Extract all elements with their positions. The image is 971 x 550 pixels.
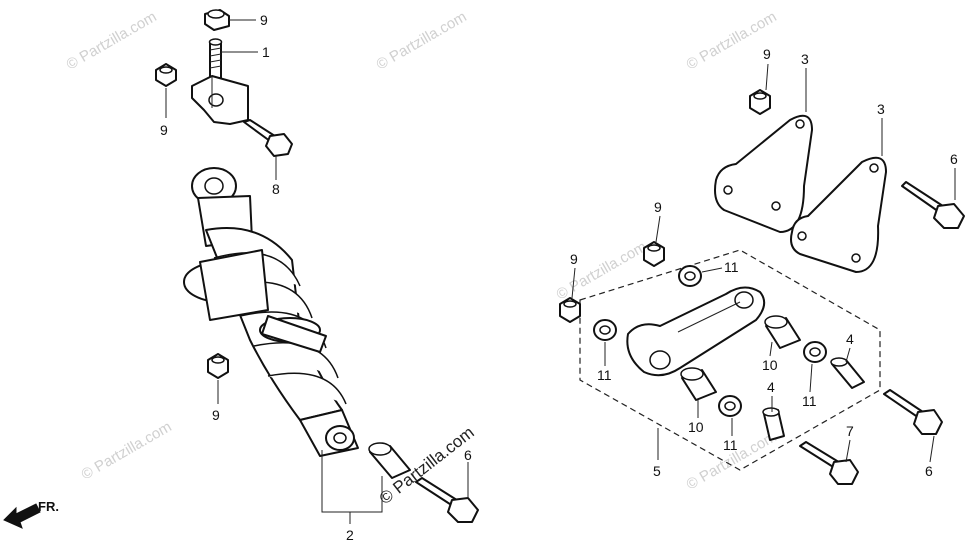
callout-part-10: 10 (688, 419, 704, 435)
nut-icon (204, 9, 230, 31)
watermark: © Partzilla.com (684, 8, 780, 73)
callout-part-10: 10 (762, 357, 778, 373)
bolt-icon (243, 119, 293, 157)
callout-part-4: 4 (846, 331, 854, 347)
rear-shock-absorber-icon (183, 167, 359, 457)
callout-part-5: 5 (653, 463, 661, 479)
callout-part-6: 6 (464, 447, 472, 463)
callout-part-9: 9 (763, 46, 771, 62)
callout-part-9: 9 (654, 199, 662, 215)
bolt-icon (415, 477, 479, 523)
callout-part-6: 6 (950, 151, 958, 167)
nut-icon (207, 353, 229, 379)
leader-lines-right (571, 63, 956, 463)
upper-mount-bracket-icon (191, 75, 249, 125)
callout-part-9: 9 (160, 122, 168, 138)
callout-part-8: 8 (272, 181, 280, 197)
link-plate-icon (790, 156, 887, 273)
linkage-assembly-boundary (579, 249, 881, 471)
dust-seal-icon (803, 341, 827, 363)
callout-part-9: 9 (570, 251, 578, 267)
callout-part-2: 2 (346, 527, 354, 543)
callout-part-3: 3 (801, 51, 809, 67)
front-direction-arrow-icon: FR. (3, 499, 59, 529)
watermark: © Partzilla.com (79, 418, 175, 483)
shock-linkage-arm-icon (626, 286, 766, 377)
dust-seal-icon (678, 265, 702, 287)
leader-lines-left (165, 19, 469, 524)
dust-seal-icon (593, 319, 617, 341)
link-plate-icon (714, 114, 813, 233)
callout-part-6: 6 (925, 463, 933, 479)
collar-icon (368, 442, 411, 479)
nut-icon (749, 89, 771, 115)
mounting-stud-icon (208, 38, 223, 79)
callout-part-11: 11 (724, 259, 739, 275)
bushing-icon (830, 357, 865, 389)
nut-icon (155, 63, 177, 87)
watermark: © Partzilla.com (374, 8, 470, 73)
callout-part-7: 7 (846, 423, 854, 439)
dust-seal-icon (718, 395, 742, 417)
callout-part-3: 3 (877, 101, 885, 117)
bushing-icon (762, 407, 785, 441)
callout-part-11: 11 (597, 367, 612, 383)
nut-icon (643, 241, 665, 267)
collar-icon (680, 367, 717, 401)
callout-part-11: 11 (723, 437, 738, 453)
collar-icon (764, 315, 801, 349)
callout-part-11: 11 (802, 393, 817, 409)
front-label: FR. (38, 499, 59, 514)
callout-part-4: 4 (767, 379, 775, 395)
bolt-icon (901, 181, 965, 229)
watermark: © Partzilla.com (64, 8, 160, 73)
bolt-icon (799, 441, 859, 485)
callout-part-9: 9 (212, 407, 220, 423)
callout-part-1: 1 (262, 44, 270, 60)
bolt-icon (883, 389, 943, 435)
callout-part-9: 9 (260, 12, 268, 28)
nut-icon (559, 297, 581, 323)
